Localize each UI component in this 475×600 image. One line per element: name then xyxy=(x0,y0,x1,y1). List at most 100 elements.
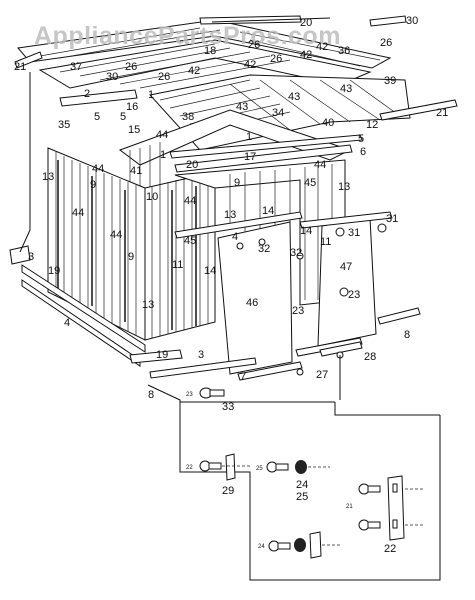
part-label: 44 xyxy=(184,195,196,207)
part-label: 5 xyxy=(120,111,126,123)
part-label: 5 xyxy=(358,133,364,145)
part-label: 42 xyxy=(300,49,312,61)
part-label: 11 xyxy=(320,236,331,248)
watermark-text: AppliancePartsPros.com xyxy=(34,22,341,50)
part-label: 36 xyxy=(338,45,350,57)
part-label: 39 xyxy=(384,75,396,87)
part-label: 1 xyxy=(246,131,252,143)
bolt-nut-24-25-icon xyxy=(266,460,307,474)
part-label: 4 xyxy=(232,231,238,243)
part-label: 3 xyxy=(198,349,204,361)
part-label: 40 xyxy=(322,117,334,129)
part-label: 38 xyxy=(182,111,194,123)
part-label: 19 xyxy=(156,349,168,361)
part-label: 13 xyxy=(224,209,236,221)
part-label: 22 xyxy=(384,543,396,555)
part-label: 25 xyxy=(296,491,308,503)
part-label: 23 xyxy=(292,305,304,317)
bracket-22-icon xyxy=(358,475,405,541)
part-label: 34 xyxy=(272,107,284,119)
inset-small-labels: 23 22 25 21 24 xyxy=(186,392,353,550)
part-label: 11 xyxy=(172,259,183,271)
front-wall-left xyxy=(144,171,216,341)
part-label: 8 xyxy=(148,389,154,401)
back-wall xyxy=(174,159,346,306)
part-label: 20 xyxy=(186,159,198,171)
inset-small-label: 22 xyxy=(186,465,193,471)
inset-small-label: 21 xyxy=(346,504,353,510)
part-label: 17 xyxy=(244,151,256,163)
part-label: 28 xyxy=(364,351,376,363)
part-label: 44 xyxy=(110,229,122,241)
part-label: 3 xyxy=(28,251,34,263)
part-label: 6 xyxy=(360,146,366,158)
part-label: 30 xyxy=(106,71,118,83)
part-label: 26 xyxy=(380,37,392,49)
part-label: 23 xyxy=(348,289,360,301)
part-label: 2 xyxy=(84,88,90,100)
part-label: 9 xyxy=(234,177,240,189)
part-label: 14 xyxy=(300,225,312,237)
part-label: 10 xyxy=(146,191,158,203)
part-label: 13 xyxy=(142,299,154,311)
part-label: 45 xyxy=(184,235,196,247)
part-label: 27 xyxy=(316,369,328,381)
part-label: 21 xyxy=(14,61,26,73)
left-wall xyxy=(47,147,146,341)
part-label: 44 xyxy=(92,163,104,175)
gable-assembly xyxy=(118,109,363,195)
part-label: 29 xyxy=(222,485,234,497)
part-label: 4 xyxy=(64,317,70,329)
part-label: 26 xyxy=(158,71,170,83)
part-label: 14 xyxy=(262,205,274,217)
part-label: 19 xyxy=(48,265,60,277)
part-label: 8 xyxy=(404,329,410,341)
part-label: 7 xyxy=(240,371,246,383)
part-label: 18 xyxy=(204,45,216,57)
part-label: 16 xyxy=(126,101,138,113)
part-label: 44 xyxy=(156,129,168,141)
bolt-clip-29-icon xyxy=(199,453,236,481)
part-number-labels: 20 30 26 36 42 26 18 21 37 26 42 42 26 4… xyxy=(14,15,448,555)
part-label: 14 xyxy=(204,265,216,277)
part-label: 30 xyxy=(406,15,418,27)
part-label: 37 xyxy=(70,61,82,73)
part-label: 21 xyxy=(436,107,448,119)
part-label: 9 xyxy=(128,251,134,263)
part-label: 1 xyxy=(160,149,166,161)
part-label: 26 xyxy=(270,53,282,65)
part-label: 31 xyxy=(386,213,398,225)
part-label: 43 xyxy=(340,83,352,95)
part-label: 42 xyxy=(188,65,200,77)
part-label: 13 xyxy=(42,171,54,183)
part-label: 24 xyxy=(296,479,308,491)
part-label: 20 xyxy=(300,17,312,29)
part-label: 35 xyxy=(58,119,70,131)
part-label: 5 xyxy=(94,111,100,123)
inset-small-label: 24 xyxy=(258,544,265,550)
part-label: 32 xyxy=(290,247,302,259)
part-label: 42 xyxy=(316,41,328,53)
door-left xyxy=(217,221,293,375)
bolt-nut-bottom-icon xyxy=(268,531,322,559)
part-label: 13 xyxy=(338,181,350,193)
floor-rails xyxy=(9,245,421,379)
part-label: 15 xyxy=(128,124,140,136)
door-tracks xyxy=(174,211,393,381)
part-label: 12 xyxy=(366,119,378,131)
part-label: 26 xyxy=(248,39,260,51)
part-label: 45 xyxy=(304,177,316,189)
part-label: 43 xyxy=(288,91,300,103)
part-label: 42 xyxy=(244,59,256,71)
part-label: 26 xyxy=(125,61,137,73)
part-label: 46 xyxy=(246,297,258,309)
inset-small-label: 23 xyxy=(186,392,193,398)
hardware-inset xyxy=(179,387,441,581)
inset-small-label: 25 xyxy=(256,466,263,472)
part-label: 32 xyxy=(258,243,270,255)
part-label: 41 xyxy=(130,165,142,177)
part-label: 9 xyxy=(90,179,96,191)
part-label: 44 xyxy=(314,159,326,171)
